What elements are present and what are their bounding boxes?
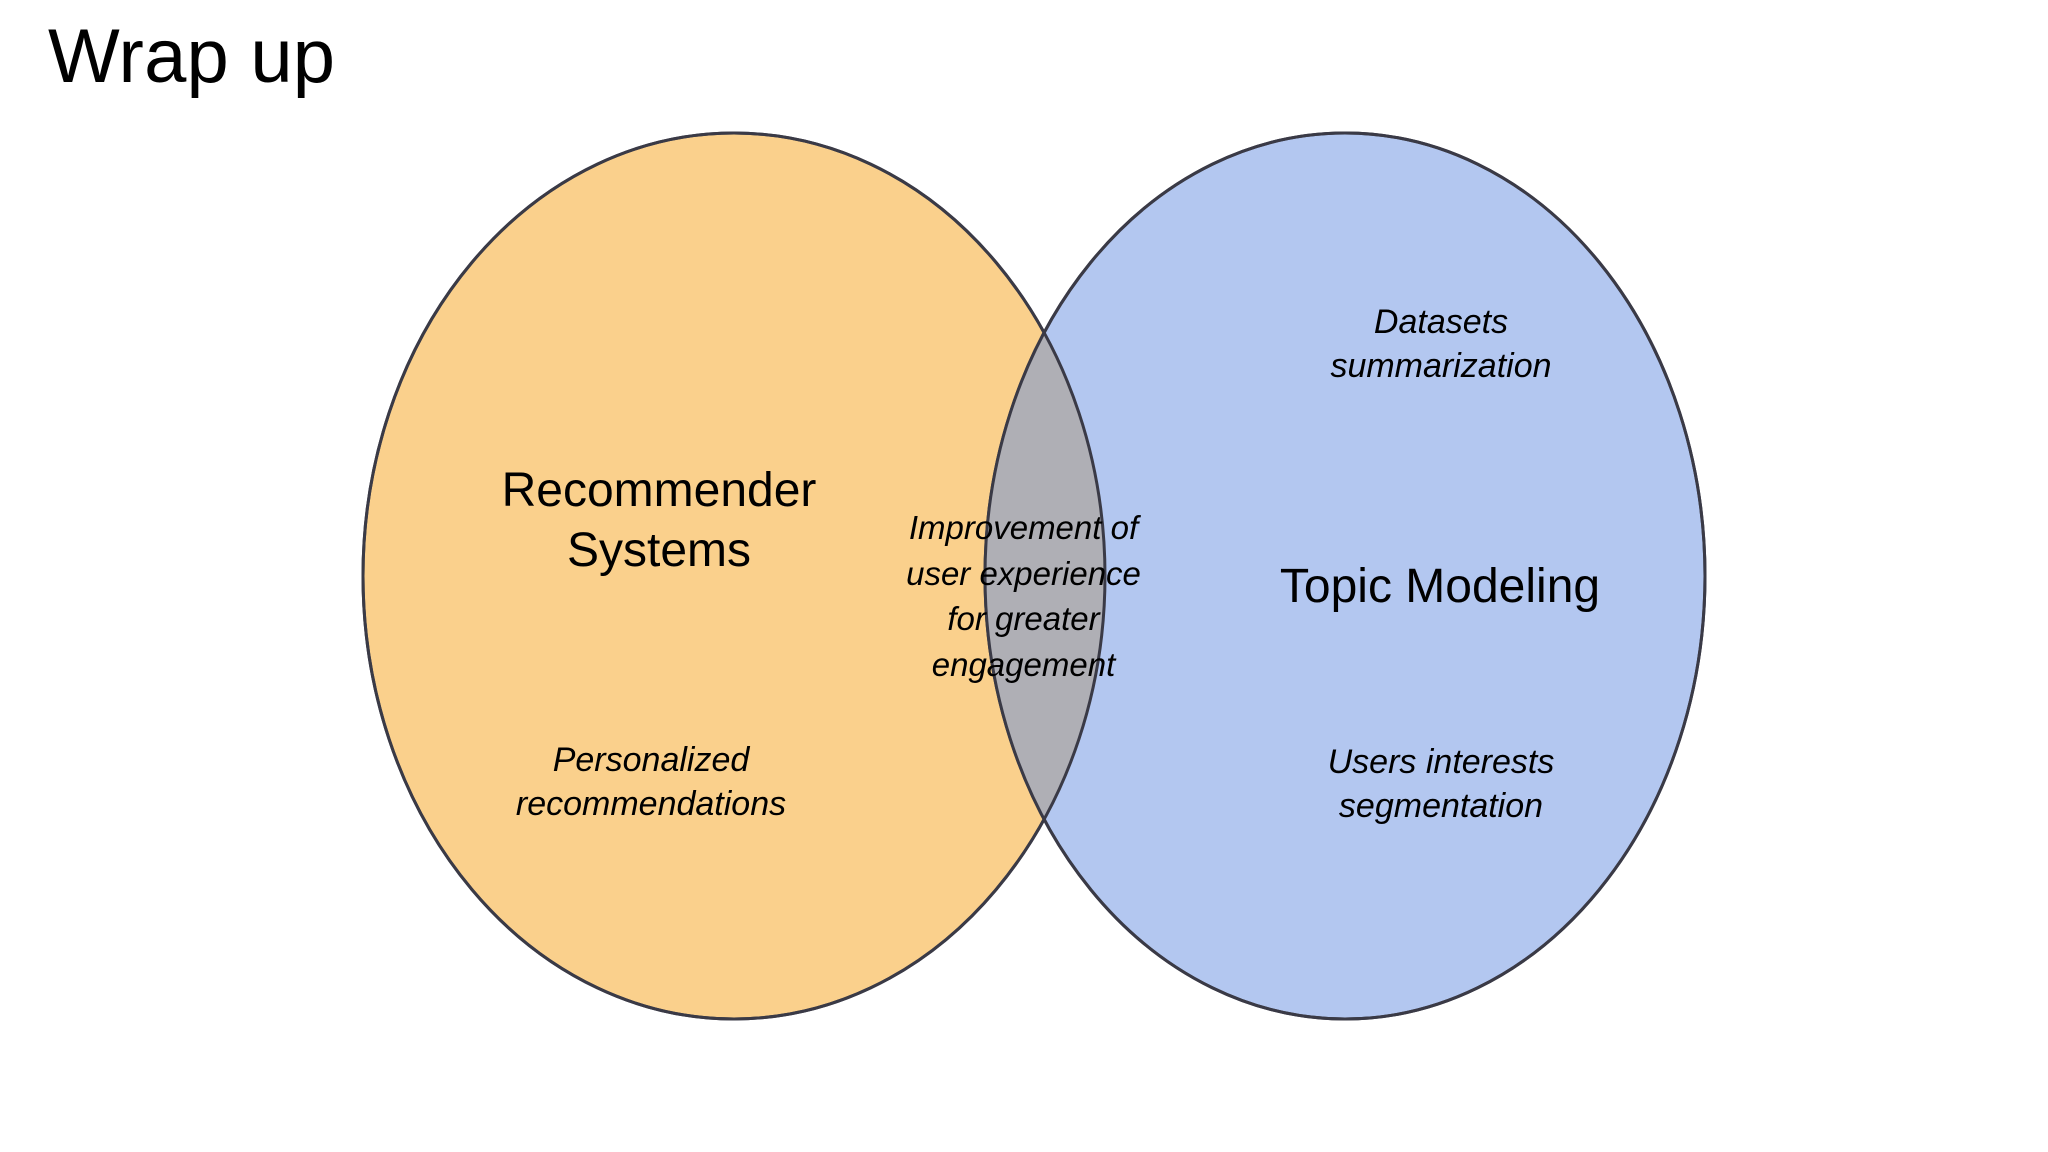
venn-left-circle-outline [361, 131, 1107, 1021]
venn-left-detail: Personalized recommendations [515, 741, 787, 824]
venn-left-title: Recommender Systems [501, 464, 817, 577]
page-title: Wrap up [48, 14, 336, 99]
venn-intersection-text: Improvement of user experience for great… [906, 509, 1141, 683]
venn-right-title: Topic Modeling [1279, 560, 1601, 613]
venn-right-detail-top: Datasets summarization [1330, 303, 1552, 386]
venn-right-detail-bottom: Users interests segmentation [1327, 743, 1555, 826]
venn-right-circle-outline [983, 131, 1707, 1021]
